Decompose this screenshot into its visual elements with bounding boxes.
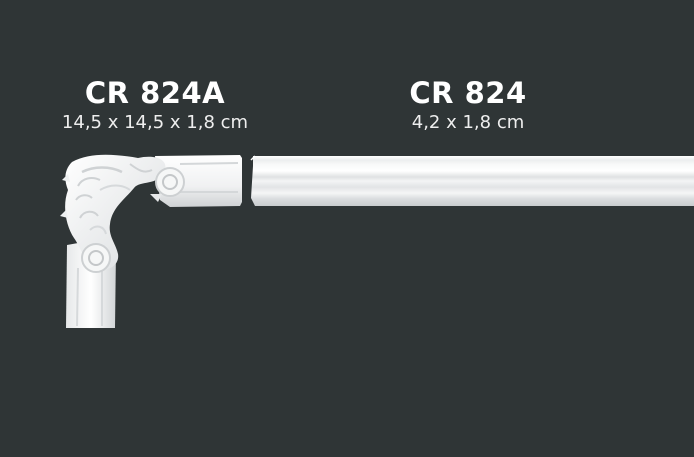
- moulding-profile-image: [250, 155, 694, 206]
- corner-product-dimensions: 14,5 x 14,5 x 1,8 cm: [61, 112, 249, 133]
- straight-product-dimensions: 4,2 x 1,8 cm: [411, 112, 525, 133]
- corner-ornament-image: [60, 154, 242, 328]
- corner-product-label: CR 824A 14,5 x 14,5 x 1,8 cm: [55, 76, 255, 134]
- straight-product-code: CR 824: [409, 76, 527, 110]
- straight-product-label: CR 824 4,2 x 1,8 cm: [368, 76, 568, 134]
- corner-product-code: CR 824A: [84, 76, 226, 110]
